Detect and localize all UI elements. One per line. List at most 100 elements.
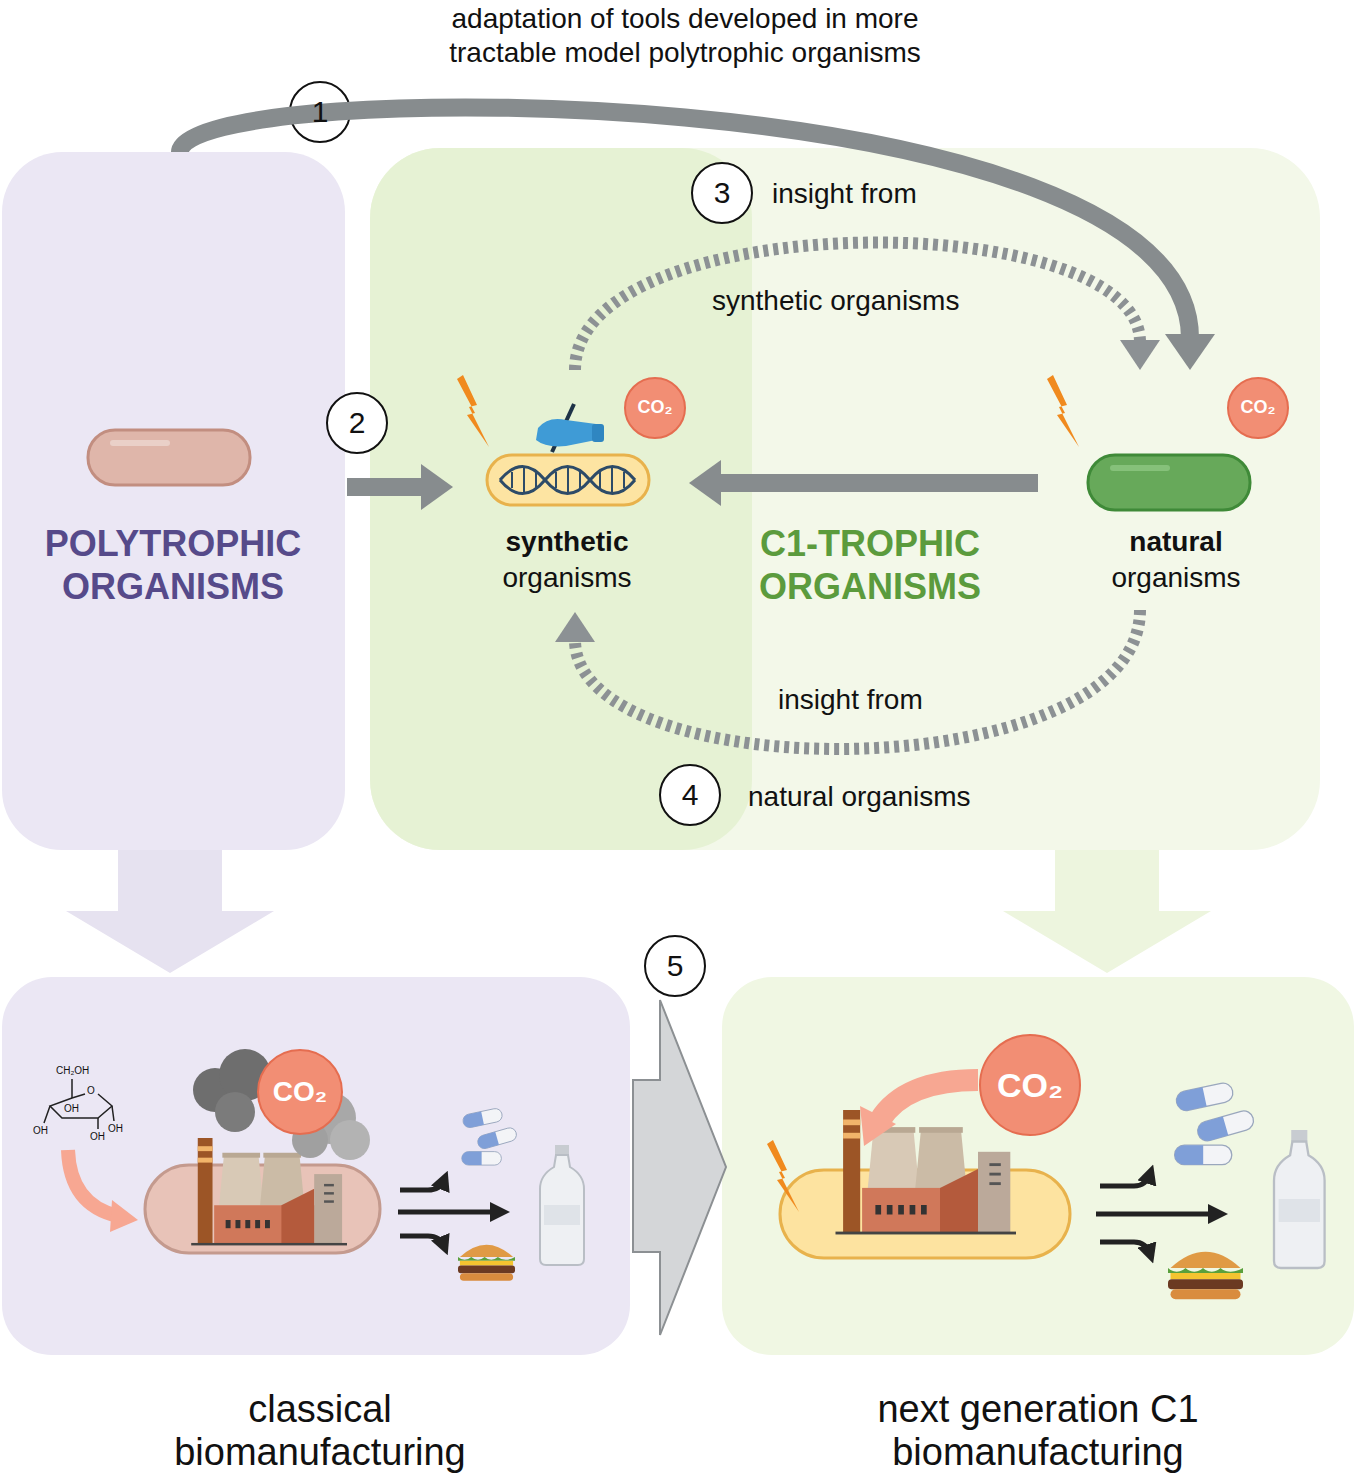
text-slot: C1-TROPHIC ORGANISMS <box>720 522 1020 608</box>
co2-intake-arrow <box>880 1080 978 1120</box>
text-slot: CO₂ <box>260 1075 340 1109</box>
rect-shape <box>487 455 649 505</box>
arrow-head <box>689 460 721 506</box>
annotation-label: OH <box>90 1131 110 1143</box>
text-slot: POLYTROPHIC ORGANISMS <box>13 522 333 608</box>
text-slot: next generation C1 biomanufacturing <box>838 1388 1238 1473</box>
text-slot: natural <box>1056 525 1296 559</box>
text-slot: synthetic <box>457 525 677 559</box>
glucose-structure <box>44 1079 114 1129</box>
text-slot: CH₂OH <box>56 1065 96 1077</box>
connector-line <box>180 107 1190 338</box>
synthetic-cell <box>487 404 649 505</box>
callout-number: 3 <box>702 175 742 211</box>
connector-line <box>347 478 425 496</box>
use-shape <box>1274 1130 1325 1268</box>
callout-circles <box>290 82 752 996</box>
annotation-label: insight from <box>772 177 992 211</box>
connector <box>633 1000 726 1335</box>
use-shape <box>462 1107 518 1165</box>
organism-name: organisms <box>1056 561 1296 595</box>
text-slot: 4 <box>670 777 710 813</box>
connector <box>180 107 1215 370</box>
connector <box>689 460 1038 506</box>
use-shape <box>458 1245 515 1281</box>
annotation-label: CO₂ <box>260 1075 340 1109</box>
text-slot: classical biomanufacturing <box>130 1388 510 1473</box>
region-box: next generation C1 biomanufacturing <box>722 977 1354 1355</box>
use-shape <box>1047 375 1079 447</box>
organism-name: organisms <box>457 561 677 595</box>
flow-arrow <box>66 850 274 973</box>
text-slot: 2 <box>337 405 377 441</box>
text-slot: OH <box>33 1125 53 1137</box>
path-shape <box>400 1180 444 1190</box>
text-slot: CO₂ <box>982 1065 1078 1106</box>
arrow-head <box>555 612 595 642</box>
connector <box>575 243 1160 370</box>
annotation-label: OH <box>33 1125 53 1137</box>
annotation-label: O <box>87 1085 99 1097</box>
path-shape <box>400 1236 444 1246</box>
path-shape <box>1100 1174 1150 1186</box>
path-shape <box>500 467 635 494</box>
text-slot: organisms <box>1056 561 1296 595</box>
text-slot: OH <box>108 1123 128 1135</box>
connector <box>347 464 453 510</box>
polytrophic-panel <box>2 152 345 850</box>
connector <box>555 610 1140 749</box>
circle-shape <box>692 163 752 223</box>
text-slot: organisms <box>457 561 677 595</box>
text-slot: 1 <box>300 94 340 130</box>
natural-cell <box>1088 455 1250 510</box>
panel-heading: C1-TROPHIC ORGANISMS <box>720 522 1020 608</box>
region-box: classical biomanufacturing <box>2 977 630 1355</box>
callout-number: 5 <box>655 948 695 984</box>
text-slot: synthetic organisms <box>712 284 1042 318</box>
connector <box>66 850 274 973</box>
c1-panel <box>370 148 1320 850</box>
use-shape <box>1175 1081 1256 1164</box>
path-shape <box>398 1210 500 1215</box>
annotation-label: OH <box>64 1103 84 1115</box>
panel-heading: POLYTROPHIC ORGANISMS <box>13 522 333 608</box>
classical-panel <box>2 977 630 1355</box>
rect-shape <box>1110 465 1170 471</box>
edge-label: adaptation of tools developed in more tr… <box>395 2 975 69</box>
panel-heading: classical biomanufacturing <box>130 1388 510 1473</box>
arrow-head <box>1165 334 1215 370</box>
organism-name: synthetic <box>457 525 677 559</box>
feed-arrow <box>68 1150 118 1216</box>
polygon-shape <box>110 1200 138 1232</box>
circle-shape <box>330 1120 370 1160</box>
text-slot: O <box>87 1085 99 1097</box>
annotation-label: CO₂ <box>627 397 683 419</box>
annotation-label: synthetic organisms <box>712 284 1042 318</box>
callout-number: 1 <box>300 94 340 130</box>
circle-shape <box>327 393 387 453</box>
path-shape <box>44 1079 114 1129</box>
arrow-head <box>1120 340 1160 370</box>
path-shape <box>512 468 624 492</box>
annotation-label: CO₂ <box>982 1065 1078 1106</box>
text-slot: adaptation of tools developed in more tr… <box>395 2 975 69</box>
text-slot: 5 <box>655 948 695 984</box>
use-shape <box>191 1138 347 1245</box>
c1-inner-panel <box>370 148 752 850</box>
polygon-shape <box>860 1106 896 1146</box>
path-shape <box>1096 1212 1218 1217</box>
rect-shape <box>592 424 604 442</box>
path-shape <box>50 1094 112 1118</box>
circle-shape <box>215 1092 255 1132</box>
text-slot: OH <box>64 1103 84 1115</box>
use-shape <box>767 1140 799 1212</box>
text-slot: insight from <box>778 683 998 717</box>
region-box: POLYTROPHIC ORGANISMS <box>2 152 345 850</box>
annotation-label: OH <box>108 1123 128 1135</box>
path-shape <box>1100 1242 1150 1254</box>
use-shape <box>540 1145 584 1265</box>
connector-line <box>575 243 1140 370</box>
text-slot: CO₂ <box>627 397 683 419</box>
